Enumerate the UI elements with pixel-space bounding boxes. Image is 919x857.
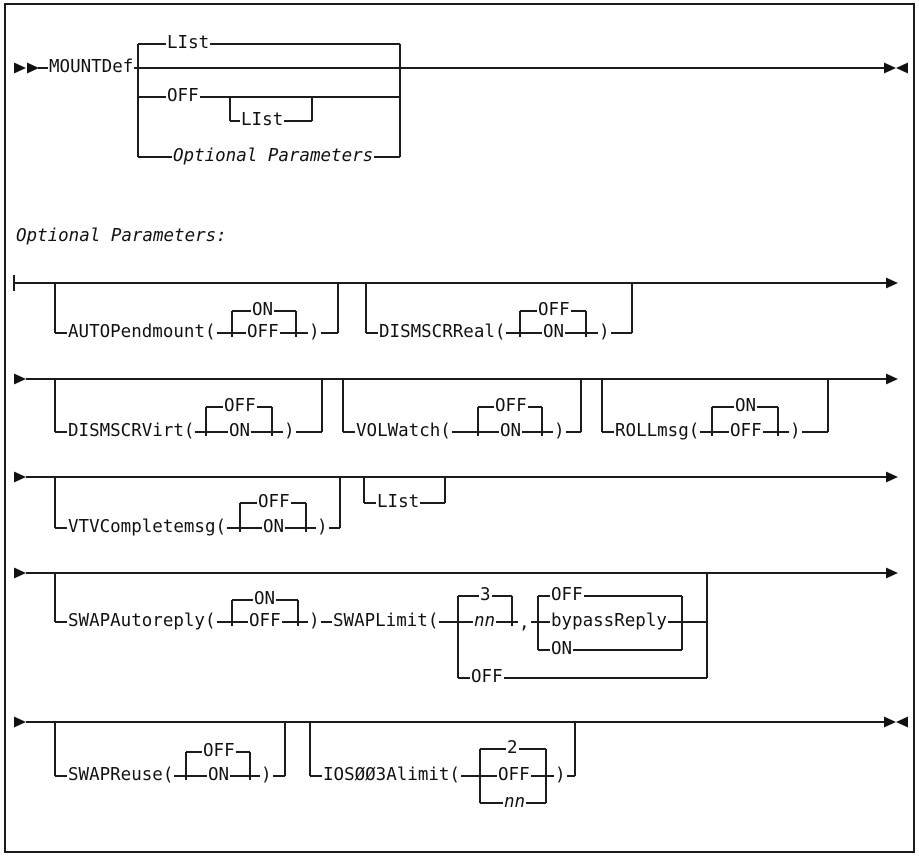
option-off-default: OFF bbox=[494, 396, 528, 417]
option-off: OFF bbox=[166, 86, 200, 107]
keyword-vtvcompletemsg: VTVCompletemsg( bbox=[67, 517, 228, 538]
option-on-default: ON bbox=[734, 396, 758, 417]
option-off: OFF bbox=[248, 611, 282, 632]
option-list: LIst bbox=[376, 492, 421, 513]
close-paren: ) bbox=[316, 517, 329, 538]
option-off-default: OFF bbox=[537, 300, 571, 321]
option-on-default: ON bbox=[253, 589, 277, 610]
keyword-swapreuse: SWAPReuse( bbox=[67, 765, 175, 786]
comma-separator: , bbox=[518, 613, 531, 634]
close-paren: ) bbox=[308, 322, 321, 343]
value-nn: nn bbox=[473, 611, 497, 632]
option-on: ON bbox=[207, 765, 231, 786]
option-list-default: LIst bbox=[166, 33, 211, 54]
continue-arrow-icon bbox=[886, 373, 898, 385]
option-on-default: ON bbox=[251, 300, 275, 321]
option-on: ON bbox=[262, 517, 286, 538]
keyword-autopendmount: AUTOPendmount( bbox=[67, 322, 217, 343]
value-nn: nn bbox=[503, 792, 527, 813]
keyword-ios003alimit: IOSØØ3Alimit( bbox=[322, 765, 461, 786]
option-off: OFF bbox=[470, 667, 504, 688]
value-3-default: 3 bbox=[479, 585, 492, 606]
option-off-default: OFF bbox=[550, 585, 584, 606]
value-2-default: 2 bbox=[506, 738, 519, 759]
option-off: OFF bbox=[729, 421, 763, 442]
command-keyword: MOUNTDef bbox=[48, 57, 135, 78]
continue-arrow-icon bbox=[14, 716, 26, 728]
option-off-default: OFF bbox=[223, 396, 257, 417]
close-paren: ) bbox=[260, 765, 273, 786]
option-off-default: OFF bbox=[202, 741, 236, 762]
continue-arrow-icon bbox=[886, 277, 898, 289]
keyword-rollmsg: ROLLmsg( bbox=[614, 421, 701, 442]
start-arrow-icon bbox=[27, 62, 39, 74]
close-paren: ) bbox=[554, 765, 567, 786]
continue-arrow-icon bbox=[886, 567, 898, 579]
rails-row-6 bbox=[26, 721, 884, 804]
end-arrow-icon bbox=[884, 716, 896, 728]
end-arrow-icon bbox=[896, 62, 908, 74]
end-arrow-icon bbox=[896, 716, 908, 728]
option-on: ON bbox=[499, 421, 523, 442]
diagram-border bbox=[4, 3, 915, 853]
section-label: Optional Parameters: bbox=[14, 226, 229, 247]
option-off: OFF bbox=[246, 322, 280, 343]
fragment-reference: Optional Parameters bbox=[172, 146, 375, 167]
option-bypassreply: bypassReply bbox=[550, 611, 668, 632]
continue-arrow-icon bbox=[14, 471, 26, 483]
keyword-dismscrreal: DISMSCRReal( bbox=[378, 322, 507, 343]
end-arrow-icon bbox=[884, 62, 896, 74]
rails-row-main bbox=[38, 43, 884, 158]
close-paren: ) bbox=[308, 611, 321, 632]
start-arrow-icon bbox=[14, 62, 26, 74]
option-on: ON bbox=[542, 322, 566, 343]
option-on: ON bbox=[550, 639, 574, 660]
option-on: ON bbox=[228, 421, 252, 442]
close-paren: ) bbox=[598, 322, 611, 343]
keyword-dismscrvirt: DISMSCRVirt( bbox=[67, 421, 196, 442]
continue-arrow-icon bbox=[14, 567, 26, 579]
option-off-default: OFF bbox=[257, 492, 291, 513]
close-paren: ) bbox=[789, 421, 802, 442]
keyword-swaplimit: SWAPLimit( bbox=[332, 611, 440, 632]
close-paren: ) bbox=[553, 421, 566, 442]
close-paren: ) bbox=[283, 421, 296, 442]
option-off: OFF bbox=[497, 765, 531, 786]
keyword-swapautoreply: SWAPAutoreply( bbox=[67, 611, 217, 632]
continue-arrow-icon bbox=[886, 471, 898, 483]
option-off-list: LIst bbox=[240, 110, 285, 131]
keyword-volwatch: VOLWatch( bbox=[355, 421, 452, 442]
continue-arrow-icon bbox=[14, 373, 26, 385]
